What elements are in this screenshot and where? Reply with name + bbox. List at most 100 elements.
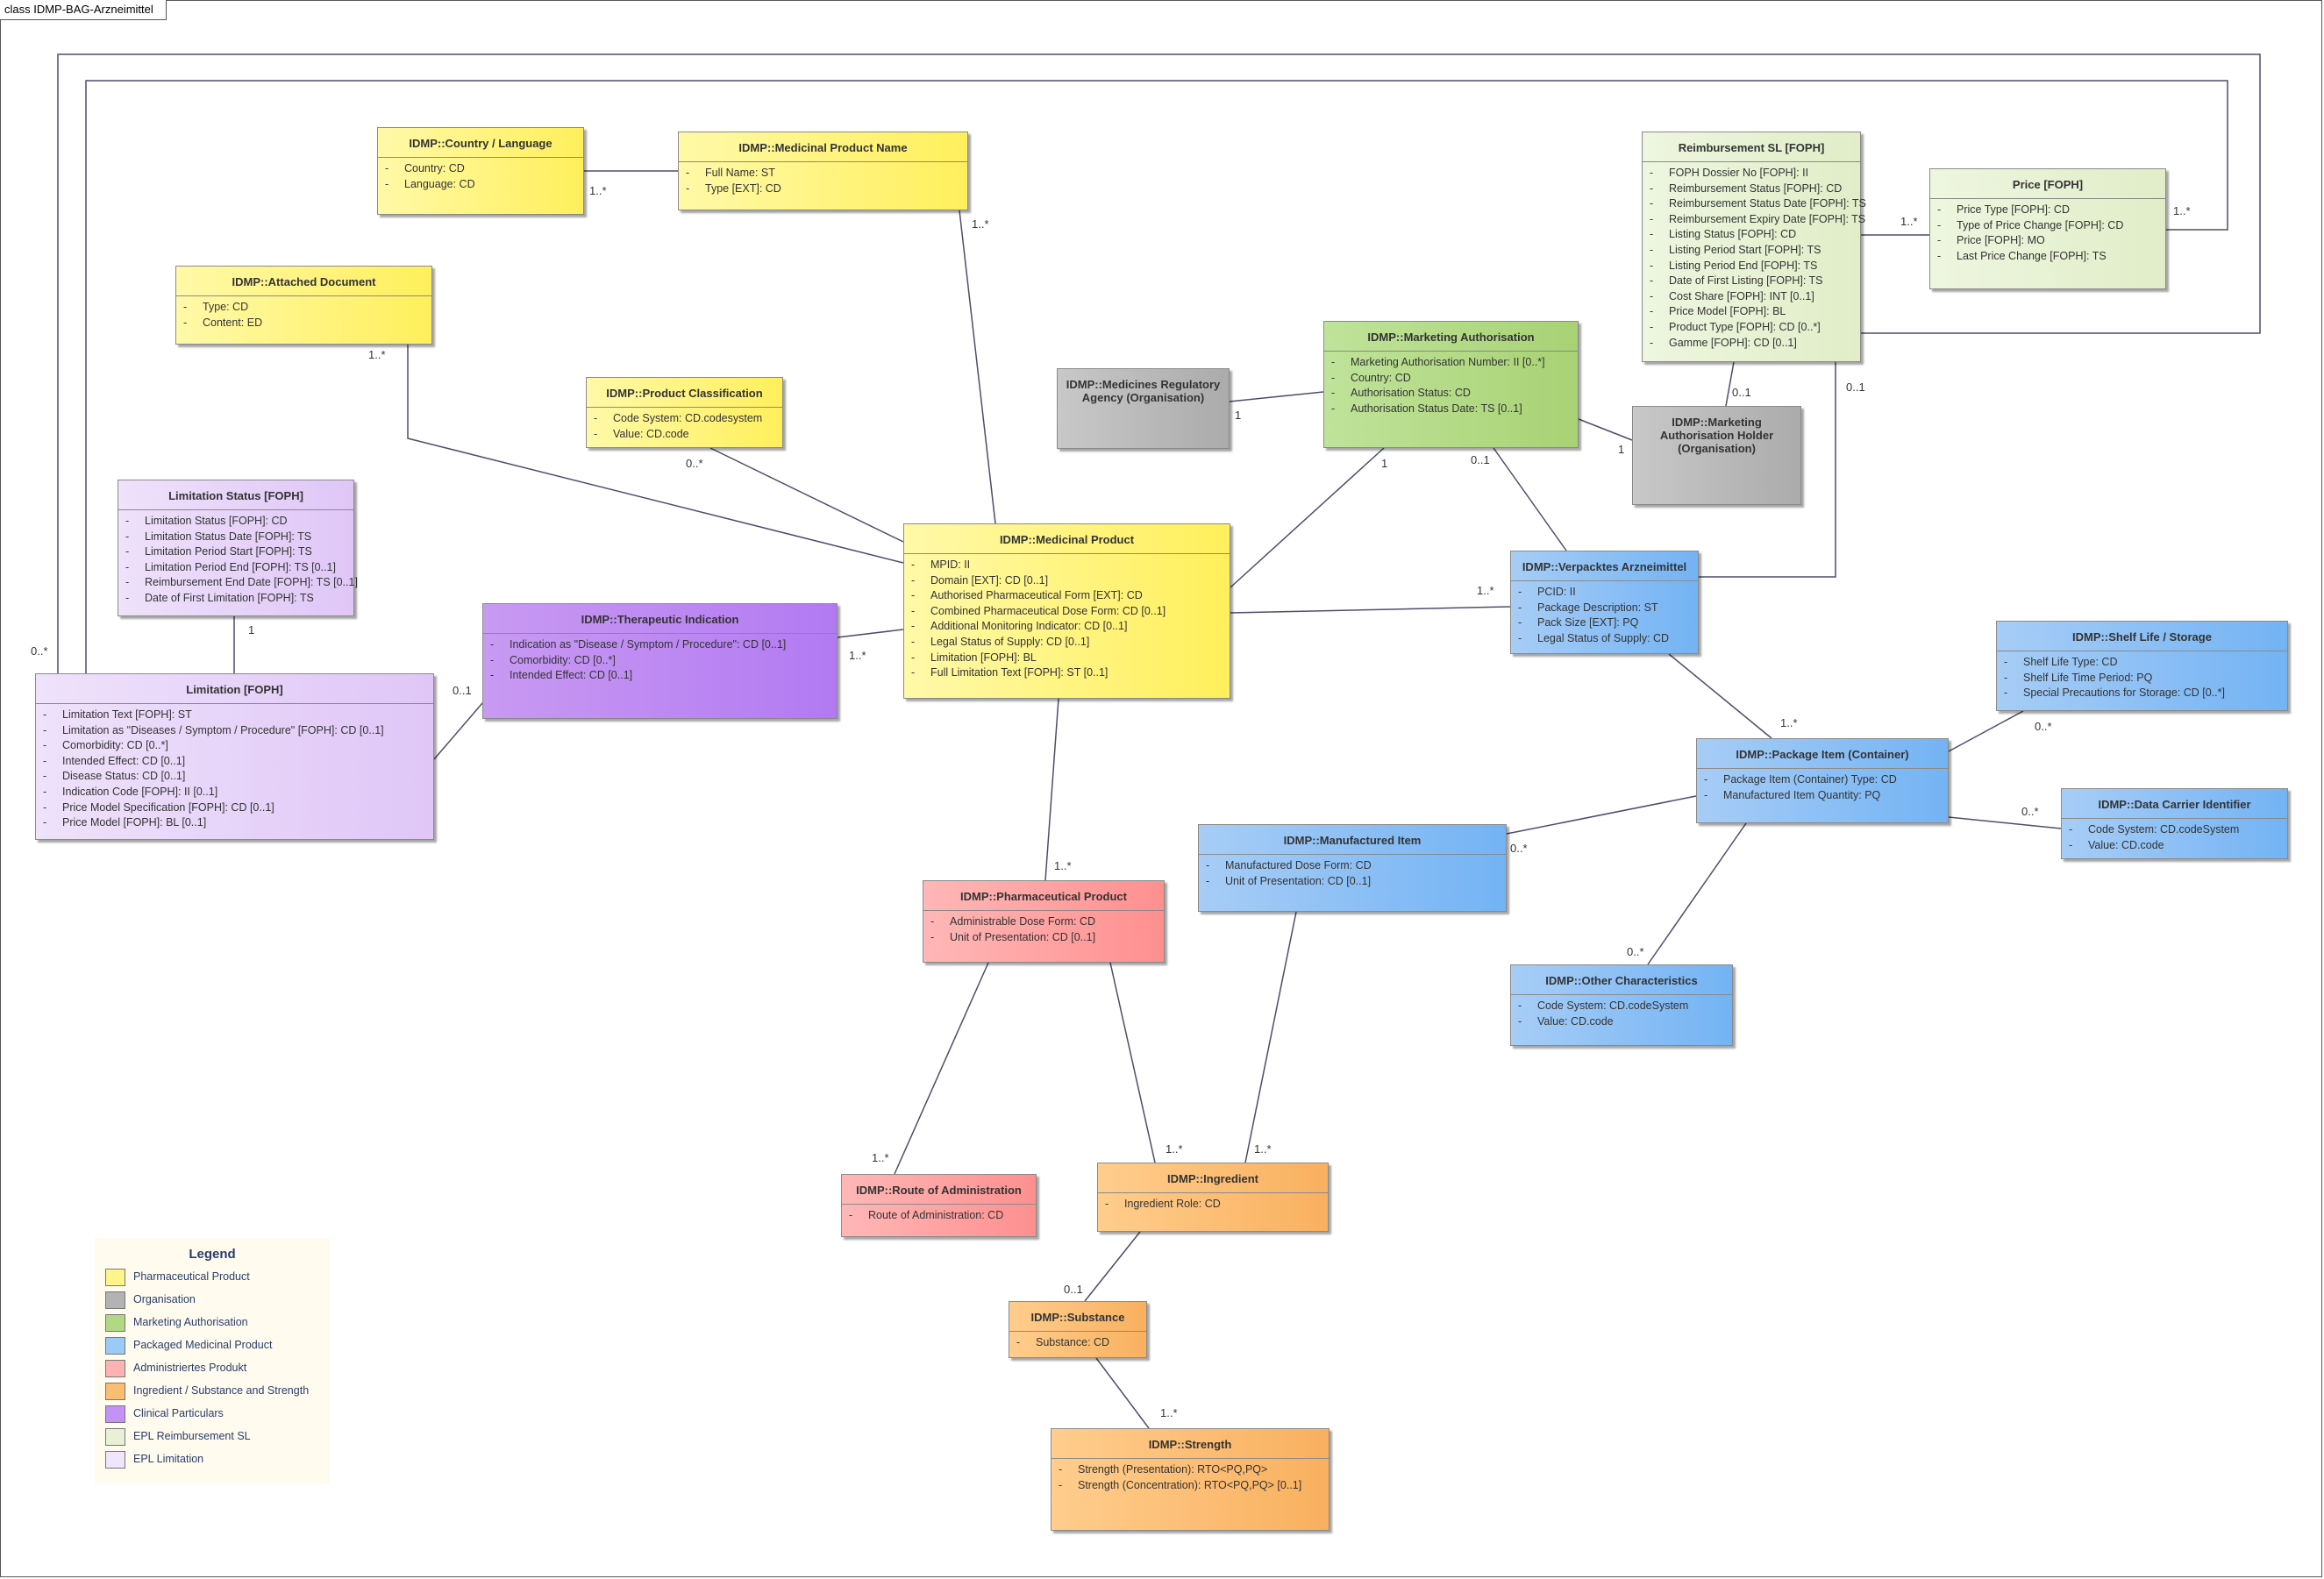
attribute-text: Combined Pharmaceutical Dose Form: CD [0… [930,604,1166,617]
attribute-visibility-marker: - [1650,305,1654,318]
class-medicines-regulatory-agency[interactable]: IDMP::Medicines Regulatory Agency (Organ… [1057,368,1230,449]
class-attributes: -Price Type [FOPH]: CD - Type of Price Cha… [1930,199,2165,267]
attribute-text: Price Type [FOPH]: CD [1957,203,2070,216]
attribute-text: Package Item (Container) Type: CD [1723,773,1897,786]
attribute-visibility-marker: - [849,1209,853,1221]
assoc-therapeutic-product [837,629,904,638]
class-compartment-divider [923,910,1164,911]
class-attribute: -Pack Size [EXT]: PQ [1511,615,1698,631]
class-package-item[interactable]: IDMP::Package Item (Container)-Package I… [1696,738,1949,823]
class-title: IDMP::Data Carrier Identifier [2098,798,2251,811]
attribute-visibility-marker: - [911,635,916,648]
legend-swatch [105,1337,125,1355]
class-title: IDMP::Marketing Authorisation [1367,331,1535,344]
class-attribute: -Domain [EXT]: CD [0..1] [904,573,1230,589]
attribute-text: Indication as "Disease / Symptom / Proce… [510,638,787,651]
class-therapeutic-indication[interactable]: IDMP::Therapeutic Indication-Indication … [482,603,838,719]
class-attribute: -MPID: II [904,558,1230,573]
class-reimbursement-sl[interactable]: Reimbursement SL [FOPH]-FOPH Dossier No … [1642,132,1866,362]
mult-package-manufactured: 0..* [1510,842,1528,855]
assoc-classification-product [709,447,904,543]
class-attribute: -Marketing Authorisation Number: II [0..… [1324,355,1578,371]
class-shelf-life-storage[interactable]: IDMP::Shelf Life / Storage-Shelf Life Ty… [1996,621,2288,711]
class-medicinal-product-name[interactable]: IDMP::Medicinal Product Name-Full Name: … [678,132,968,210]
class-compartment-divider [1098,1192,1328,1193]
class-manufactured-item[interactable]: IDMP::Manufactured Item-Manufactured Dos… [1198,824,1507,912]
attribute-text: Type of Price Change [FOPH]: CD [1957,218,2124,231]
attribute-text: Strength (Concentration): RTO<PQ,PQ> [0.… [1078,1478,1302,1491]
class-title: IDMP::Substance [1030,1311,1125,1324]
class-product-classification[interactable]: IDMP::Product Classification-Code System… [586,377,783,448]
attribute-visibility-marker: - [1105,1198,1109,1210]
attribute-text: Country: CD [404,162,465,174]
attribute-visibility-marker: - [1650,181,1654,195]
class-country-language[interactable]: IDMP::Country / Language-Country: CD-Lan… [377,127,584,215]
class-substance[interactable]: IDMP::Substance-Substance: CD [1009,1301,1147,1358]
class-attached-document[interactable]: IDMP::Attached Document-Type: CD-Content… [175,266,432,345]
class-attribute: -Gamme [FOPH]: CD [0..1] [1643,336,1860,352]
attribute-text: Disease Status: CD [0..1] [62,770,186,783]
class-strength[interactable]: IDMP::Strength-Strength (Presentation): … [1051,1428,1330,1531]
class-attribute: -Limitation Status [FOPH]: CD [118,514,353,530]
attribute-visibility-marker: - [2069,838,2073,851]
class-verpacktes-arzneimittel[interactable]: IDMP::Verpacktes Arzneimittel-PCID: II-P… [1510,551,1699,654]
attribute-text: Comorbidity: CD [0..*] [510,653,616,666]
attribute-text: Value: CD.code [2088,838,2164,851]
attribute-visibility-marker: - [594,427,598,440]
class-attribute: -Reimbursement Status Date [FOPH]: TS [1643,196,1866,212]
class-limitation[interactable]: Limitation [FOPH]-Limitation Text [FOPH]… [35,673,434,840]
class-pharmaceutical-product[interactable]: IDMP::Pharmaceutical Product-Administrab… [923,880,1165,963]
assoc-package-manufactured [1506,795,1697,835]
class-attribute: -Country: CD [1324,371,1578,387]
class-attribute: -Cost Share [FOPH]: INT [0..1] [1643,289,1860,305]
class-route-of-administration[interactable]: IDMP::Route of Administration-Route of A… [841,1174,1037,1237]
mult-manufactured-ingredient: 1..* [1254,1142,1272,1156]
attribute-visibility-marker: - [911,573,916,587]
class-price[interactable]: Price [FOPH]-Price Type [FOPH]: CD-Type … [1929,168,2166,289]
class-attribute: - Package Item (Container) Type: CD [1697,772,1948,788]
class-attribute: -Price Type [FOPH]: CD [1930,203,2165,218]
class-attribute: -Additional Monitoring Indicator: CD [0.… [904,619,1230,635]
attribute-visibility-marker: - [1704,773,1708,786]
legend-swatch [105,1451,125,1469]
class-marketing-authorisation[interactable]: IDMP::Marketing Authorisation-Marketing … [1323,321,1579,448]
mult-doc-product: 1..* [368,348,386,361]
attribute-visibility-marker: - [1650,289,1654,302]
mult-pharmaceutical-ingredient: 1..* [1166,1142,1183,1156]
class-attribute: -Language: CD [378,177,583,193]
mult-price-outer: 1..* [2173,204,2191,217]
attribute-visibility-marker: - [1206,874,1210,887]
attribute-text: Legal Status of Supply: CD [0..1] [930,635,1090,648]
attribute-visibility-marker: - [1937,234,1942,247]
class-attributes: -Substance: CD [1009,1332,1146,1355]
class-title: IDMP::Country / Language [409,137,552,150]
mult-ingredient-substance: 0..1 [1064,1283,1083,1296]
assoc-ma-verpacktes [1493,447,1567,551]
legend-label: EPL Limitation [133,1453,204,1465]
attribute-text: Value: CD.code [613,427,689,440]
class-attribute: -Country: CD [378,161,583,177]
class-title: Limitation Status [FOPH] [168,489,303,502]
class-attribute: -Administrable Dose Form: CD [923,914,1164,930]
class-ingredient[interactable]: IDMP::Ingredient-Ingredient Role: CD [1097,1163,1329,1232]
class-attribute: -Type [EXT]: CD [679,181,967,197]
legend-label: Organisation [133,1293,196,1305]
class-attributes: -Limitation Text [FOPH]: ST-Limitation a… [36,704,433,835]
class-medicinal-product[interactable]: IDMP::Medicinal Product-MPID: II-Domain … [903,523,1230,699]
class-marketing-authorisation-holder[interactable]: IDMP::Marketing Authorisation Holder (Or… [1632,406,1801,505]
attribute-visibility-marker: - [1650,197,1654,210]
attribute-text: Authorisation Status Date: TS [0..1] [1351,402,1522,415]
class-limitation-status[interactable]: Limitation Status [FOPH] -Limitation Stat… [118,480,358,616]
assoc-limitation-price [85,80,2228,673]
class-compartment-divider [378,157,583,158]
attribute-text: Domain [EXT]: CD [0..1] [930,573,1049,587]
class-other-characteristics[interactable]: IDMP::Other Characteristics-Code System:… [1510,964,1733,1046]
attribute-visibility-marker: - [1704,788,1708,801]
class-compartment-divider [1643,161,1860,162]
attribute-text: Price [FOPH]: MO [1957,234,2045,247]
assoc-product-pharmaceutical [1044,698,1059,881]
class-attribute: -Legal Status of Supply: CD [1511,631,1698,647]
legend-item: EPL Reimbursement SL [95,1426,330,1449]
class-data-carrier-identifier[interactable]: IDMP::Data Carrier Identifier-Code Syste… [2061,788,2288,859]
class-attribute: -Route of Administration: CD [842,1208,1036,1224]
